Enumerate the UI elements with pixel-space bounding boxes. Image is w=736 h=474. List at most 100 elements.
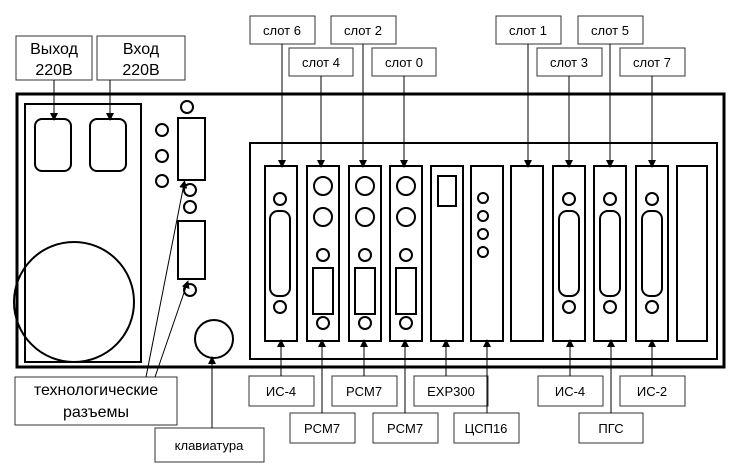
pgs-label-box [578,412,644,444]
csp16-label-box [453,412,520,444]
card-bnc [355,207,375,227]
card-screw [273,192,287,206]
pcm7b-label-box [331,375,398,407]
tech-connectors-label-line1: технологические [34,382,158,399]
pgs-label: ПГС [598,421,623,436]
slot4-label: слот 4 [302,55,340,70]
card-screw [645,192,659,206]
exp300-label-box [413,375,489,407]
pcm7c-label-box [372,412,439,444]
module-labels-bottom: ИС-4 PCM7 PCM7 PCM7 EXP300 ЦСП16 ИС-4 ИС… [248,339,686,444]
card-screw [562,192,576,206]
card-db-connector [558,210,580,297]
slot-cards [264,165,708,342]
slot4-label-box [288,47,354,77]
pcm7b-label: PCM7 [346,384,382,399]
card-slot1 [510,165,544,342]
card-bnc [313,207,333,227]
tech-connector-db [177,117,206,181]
is4a-label: ИС-4 [266,384,296,399]
input-socket [89,118,127,172]
slot6-label: слот 6 [263,23,301,38]
tech-arrow-1 [145,180,188,378]
slot6-label-box [249,15,316,45]
keyboard-label: клавиатура [175,438,244,453]
card-db-connector [599,210,621,297]
card-screw [358,248,372,262]
card-exp300 [430,165,464,342]
card-screw [603,192,617,206]
fan-circle [13,241,135,363]
is4a-label-box [248,375,315,407]
slot-rack [249,142,718,360]
card-db-connector [312,267,334,315]
tech-connector-jack [155,123,169,137]
card-screw [399,248,413,262]
input-label-line2: 220В [122,62,159,79]
card-screw [399,316,413,330]
exp300-label: EXP300 [427,384,475,399]
card-screw [358,316,372,330]
tech-connector-jack [155,149,169,163]
tech-connector-db [177,220,206,280]
card-db-connector [354,267,376,315]
pcm7c-label: PCM7 [387,421,423,436]
output-label-line2: 220В [35,62,72,79]
card-db-connector [641,210,663,297]
chassis-outline [15,92,726,369]
input-label-line1: Вход [123,41,160,58]
tech-connector-screw [180,100,194,114]
is4b-label-box [537,375,604,407]
slot0-label: слот 0 [385,55,423,70]
slot3-label: слот 3 [550,55,588,70]
tech-connector-screw [183,183,197,197]
card-screw [316,316,330,330]
tech-connector-jack [155,174,169,188]
card-led [477,192,489,204]
slot1-label: слот 1 [509,23,547,38]
is4b-label: ИС-4 [555,384,585,399]
pcm7a-label: PCM7 [304,421,340,436]
card-indicator [437,175,457,207]
card-screw [562,300,576,314]
is2-label-box [619,375,686,407]
keyboard-connector [194,319,234,359]
card-bnc [313,176,333,196]
slot0-label-box [371,47,437,77]
slot1-label-box [495,15,562,45]
slot-labels-top: слот 6 слот 4 слот 2 слот 0 слот 1 слот … [249,15,686,168]
tech-connectors-label-line2: разъемы [63,404,129,421]
slot2-label: слот 2 [344,23,382,38]
card-bnc [355,176,375,196]
card-empty [676,165,708,342]
card-screw [603,300,617,314]
slot7-label: слот 7 [633,55,671,70]
card-db-connector [269,210,291,297]
pcm7a-label-box [289,412,356,444]
card-db-connector [395,267,417,315]
output-label-line1: Выход [30,41,79,58]
card-screw [645,300,659,314]
card-bnc [396,176,416,196]
card-screw [316,248,330,262]
output-socket [34,118,72,172]
slot5-label: слот 5 [591,23,629,38]
slot2-label-box [330,15,397,45]
tech-connectors-label-box [14,376,178,426]
card-screw [273,300,287,314]
tech-arrow-2 [154,280,190,378]
slot5-label-box [577,15,644,45]
csp16-label: ЦСП16 [465,421,508,436]
output-label-box [15,35,93,81]
card-bnc [396,207,416,227]
is2-label: ИС-2 [637,384,667,399]
card-led [477,246,489,258]
card-led [477,228,489,240]
keyboard-label-box [154,427,265,463]
power-supply-panel [24,103,142,363]
input-label-box [96,35,186,81]
tech-connector-screw [183,283,197,297]
tech-connector-screw [183,200,197,214]
card-led [477,210,489,222]
